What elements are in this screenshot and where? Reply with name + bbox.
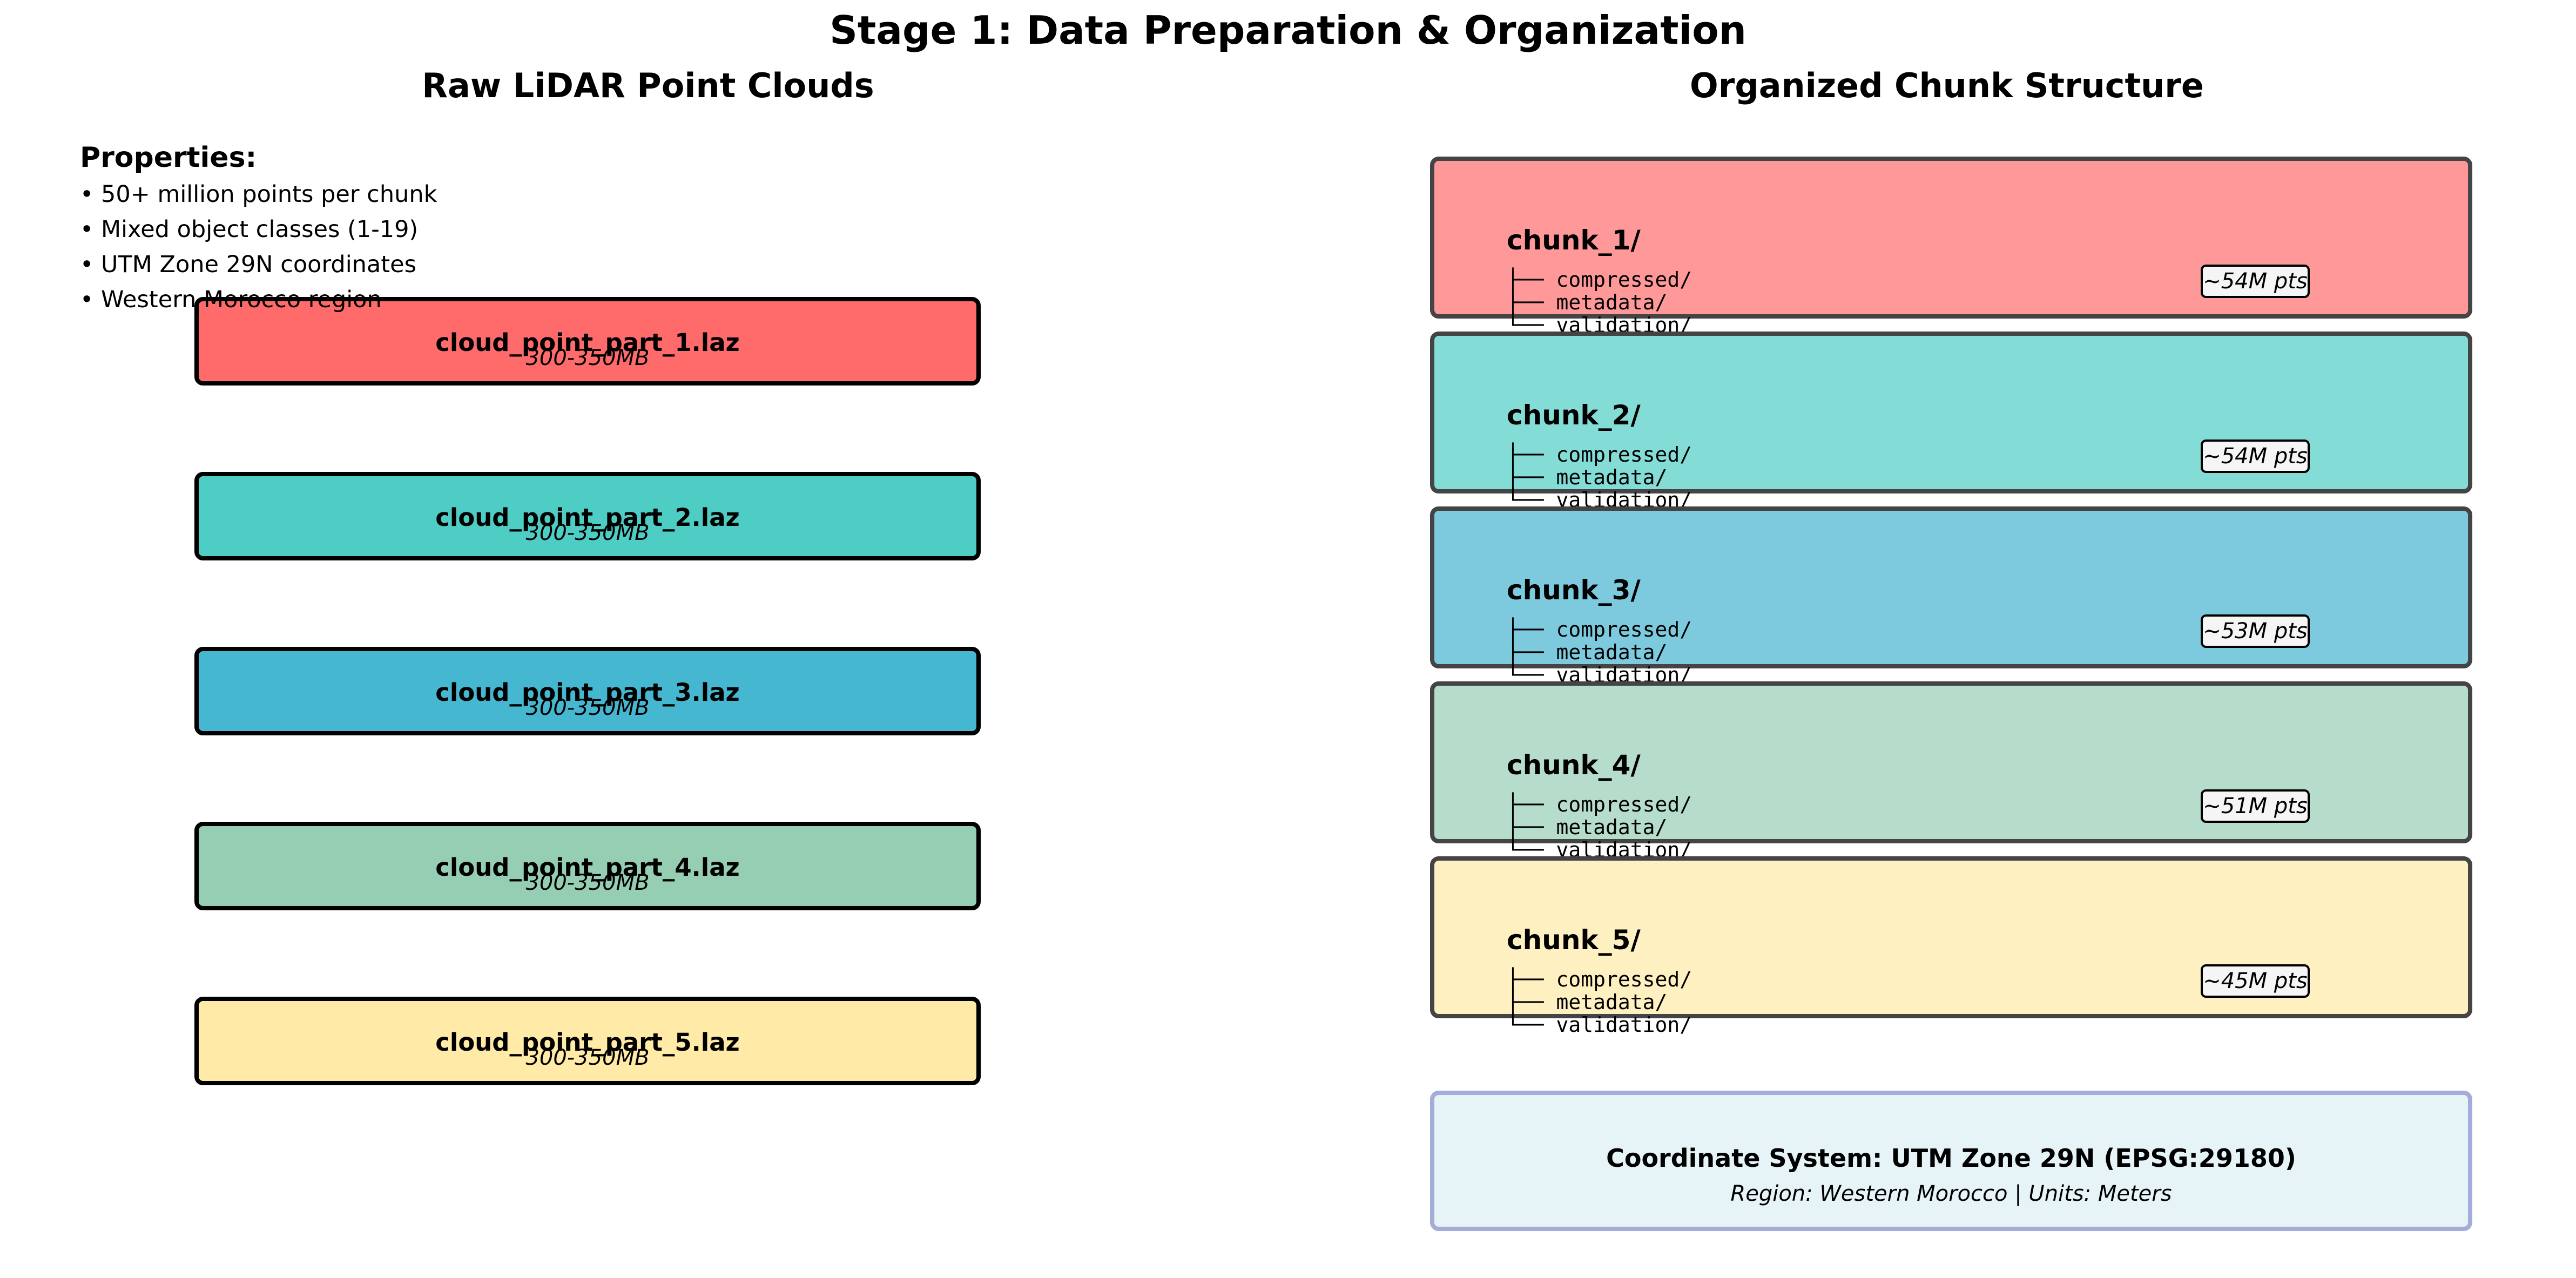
tree-line-compressed: ├── compressed/: [1507, 968, 1692, 991]
chunk-name: chunk_2/: [1507, 400, 1641, 431]
property-item: • 50+ million points per chunk: [80, 181, 437, 208]
property-item: • Mixed object classes (1-19): [80, 216, 419, 243]
tree-line-compressed: ├── compressed/: [1507, 268, 1692, 292]
tree-line-compressed: ├── compressed/: [1507, 793, 1692, 816]
chunk-name: chunk_1/: [1507, 225, 1641, 256]
chunk-name: chunk_5/: [1507, 924, 1641, 956]
chunk-box-4: chunk_4/ ├── compressed/ ├── metadata/ └…: [1430, 681, 2472, 862]
tree-line-compressed: ├── compressed/: [1507, 618, 1692, 641]
file-box-5: cloud_point_part_5.laz 300-350MB: [194, 997, 981, 1085]
properties-heading: Properties:: [80, 141, 257, 174]
tree-line-compressed: ├── compressed/: [1507, 443, 1692, 466]
file-name: cloud_point_part_3.laz: [435, 678, 740, 707]
tree-line-metadata: ├── metadata/: [1507, 290, 1668, 314]
file-box-2: cloud_point_part_2.laz 300-350MB: [194, 472, 981, 560]
point-count-badge: ~51M pts: [2201, 789, 2310, 823]
file-size: 300-350MB: [525, 520, 650, 545]
file-size: 300-350MB: [525, 870, 650, 895]
page-title: Stage 1: Data Preparation & Organization: [830, 8, 1746, 53]
file-name: cloud_point_part_2.laz: [435, 503, 740, 532]
tree-line-metadata: ├── metadata/: [1507, 990, 1668, 1014]
coordinate-system-box: Coordinate System: UTM Zone 29N (EPSG:29…: [1430, 1091, 2472, 1231]
chunk-box-5: chunk_5/ ├── compressed/ ├── metadata/ └…: [1430, 856, 2472, 1037]
point-count-badge: ~54M pts: [2201, 439, 2310, 473]
point-count-badge: ~54M pts: [2201, 265, 2310, 298]
file-name: cloud_point_part_1.laz: [435, 328, 740, 357]
chunk-name: chunk_4/: [1507, 749, 1641, 781]
tree-line-metadata: ├── metadata/: [1507, 640, 1668, 664]
point-count-badge: ~53M pts: [2201, 614, 2310, 648]
point-count-badge: ~45M pts: [2201, 964, 2310, 998]
file-name: cloud_point_part_5.laz: [435, 1028, 740, 1057]
file-size: 300-350MB: [525, 346, 650, 370]
coordinate-system-subtitle: Region: Western Morocco | Units: Meters: [1730, 1181, 2172, 1206]
raw-panel-title: Raw LiDAR Point Clouds: [422, 66, 874, 105]
file-box-3: cloud_point_part_3.laz 300-350MB: [194, 647, 981, 735]
chunk-name: chunk_3/: [1507, 574, 1641, 606]
file-size: 300-350MB: [525, 695, 650, 720]
file-name: cloud_point_part_4.laz: [435, 853, 740, 882]
chunk-box-2: chunk_2/ ├── compressed/ ├── metadata/ └…: [1430, 332, 2472, 512]
coordinate-system-title: Coordinate System: UTM Zone 29N (EPSG:29…: [1606, 1144, 2296, 1173]
chunk-box-3: chunk_3/ ├── compressed/ ├── metadata/ └…: [1430, 506, 2472, 687]
chunk-panel-title: Organized Chunk Structure: [1690, 66, 2204, 105]
property-item: • Western Morocco region: [80, 286, 382, 313]
file-box-4: cloud_point_part_4.laz 300-350MB: [194, 822, 981, 910]
tree-line-metadata: ├── metadata/: [1507, 465, 1668, 489]
chunk-box-1: chunk_1/ ├── compressed/ ├── metadata/ └…: [1430, 157, 2472, 337]
file-box-1: cloud_point_part_1.laz 300-350MB: [194, 297, 981, 386]
file-size: 300-350MB: [525, 1045, 650, 1070]
tree-line-metadata: ├── metadata/: [1507, 815, 1668, 839]
tree-line-validation: └── validation/: [1507, 1013, 1692, 1037]
property-item: • UTM Zone 29N coordinates: [80, 251, 416, 278]
